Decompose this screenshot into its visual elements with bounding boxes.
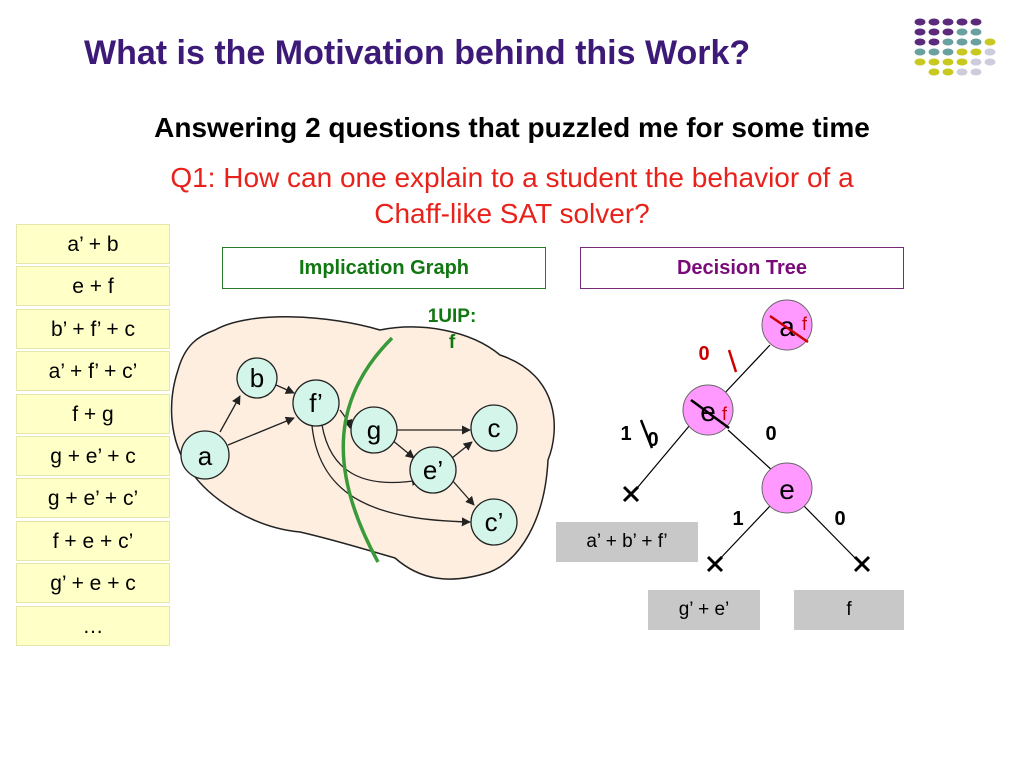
question-line-1: Q1: How can one explain to a student the… bbox=[170, 162, 854, 193]
clause-item: g + e’ + c bbox=[16, 435, 170, 476]
tree-edge-label-mid-right: 0 bbox=[765, 423, 776, 445]
implication-nodes: a b f’ g c e’ c’ bbox=[180, 357, 518, 546]
node-e-prime bbox=[409, 446, 457, 494]
logo-dot bbox=[970, 68, 982, 76]
logo-dot bbox=[956, 68, 968, 76]
logo-dot bbox=[914, 58, 926, 66]
tree-node-e-mid-mark: f bbox=[722, 404, 728, 424]
logo-dot bbox=[928, 28, 940, 36]
node-b-label: b bbox=[250, 363, 264, 393]
tree-node-a-strike bbox=[769, 314, 809, 344]
learned-clause-box: g’ + e’ bbox=[648, 590, 760, 630]
clause-item: a’ + f’ + c’ bbox=[16, 351, 170, 392]
logo-dot bbox=[970, 28, 982, 36]
clause-item: g’ + e + c bbox=[16, 563, 170, 604]
node-b bbox=[236, 357, 278, 399]
question-text: Q1: How can one explain to a student the… bbox=[0, 160, 1024, 232]
slide-subtitle: Answering 2 questions that puzzled me fo… bbox=[154, 112, 870, 143]
node-c bbox=[470, 404, 518, 452]
decision-tree-header: Decision Tree bbox=[580, 247, 904, 289]
learned-clause-box: f bbox=[794, 590, 904, 630]
conflict-x-icon bbox=[706, 555, 724, 573]
tree-edge-strike-root bbox=[727, 349, 738, 373]
clause-list: a’ + b e + f b’ + f’ + c a’ + f’ + c’ f … bbox=[16, 224, 170, 648]
logo-dot bbox=[914, 18, 926, 26]
learned-clause-box: a’ + b’ + f’ bbox=[556, 522, 698, 562]
logo-dot bbox=[956, 58, 968, 66]
slide-title: What is the Motivation behind this Work? bbox=[84, 34, 751, 72]
clause-item: … bbox=[16, 605, 170, 646]
tree-edge-label-bottom-left: 1 bbox=[732, 508, 743, 530]
logo-dot bbox=[984, 38, 996, 46]
tree-node-e-bottom-label: e bbox=[779, 474, 795, 505]
logo-dot bbox=[942, 28, 954, 36]
tree-node-e-bottom bbox=[761, 462, 813, 514]
tree-edge-strike-mid-left bbox=[639, 419, 654, 449]
conflict-x-icon bbox=[622, 485, 640, 503]
logo-dot bbox=[956, 48, 968, 56]
logo-dot bbox=[914, 28, 926, 36]
uip-label-line-1: 1UIP: bbox=[428, 306, 477, 327]
node-f-prime bbox=[292, 379, 340, 427]
clause-item: f + e + c’ bbox=[16, 520, 170, 561]
implication-edges bbox=[219, 384, 475, 527]
implication-graph-header: Implication Graph bbox=[222, 247, 546, 289]
node-c-prime bbox=[470, 498, 518, 546]
logo-dot bbox=[956, 28, 968, 36]
tree-node-a-mark: f bbox=[802, 314, 808, 334]
logo-dot bbox=[970, 38, 982, 46]
logo-dot bbox=[942, 18, 954, 26]
tree-edge-label-root: 0 bbox=[698, 343, 709, 365]
tree-node-e-mid-strike bbox=[690, 398, 730, 430]
node-f-prime-label: f’ bbox=[309, 388, 322, 418]
logo-dot bbox=[956, 18, 968, 26]
dot-grid-logo bbox=[914, 18, 996, 76]
logo-dot bbox=[970, 58, 982, 66]
tree-edge-label-bottom-right: 0 bbox=[834, 508, 845, 530]
node-c-prime-label: c’ bbox=[485, 507, 504, 537]
logo-dot bbox=[928, 38, 940, 46]
clause-item: e + f bbox=[16, 266, 170, 307]
logo-dot bbox=[970, 18, 982, 26]
logo-dot bbox=[942, 38, 954, 46]
logo-dot bbox=[984, 58, 996, 66]
decision-tree-nodes: a f e f e bbox=[682, 299, 813, 514]
uip-cut-line bbox=[341, 336, 394, 563]
clause-item: a’ + b bbox=[16, 224, 170, 264]
uip-label-line-2: f bbox=[449, 332, 456, 353]
logo-dot bbox=[914, 38, 926, 46]
node-e-prime-label: e’ bbox=[423, 455, 443, 485]
logo-dot bbox=[942, 58, 954, 66]
logo-dot bbox=[928, 18, 940, 26]
node-a bbox=[180, 430, 230, 480]
node-g bbox=[350, 406, 398, 454]
logo-dot bbox=[928, 58, 940, 66]
logo-dot bbox=[942, 68, 954, 76]
logo-dot bbox=[928, 48, 940, 56]
node-a-label: a bbox=[198, 441, 213, 471]
tree-edge-label-mid-left: 1 bbox=[620, 423, 631, 445]
question-line-2: Chaff-like SAT solver? bbox=[374, 198, 650, 229]
logo-dot bbox=[928, 68, 940, 76]
logo-dot bbox=[942, 48, 954, 56]
logo-dot bbox=[970, 48, 982, 56]
logo-dot bbox=[914, 48, 926, 56]
tree-edge-label-mid-left-crossed: 0 bbox=[647, 429, 658, 451]
node-c-label: c bbox=[488, 413, 501, 443]
clause-item: b’ + f’ + c bbox=[16, 308, 170, 349]
conflict-x-icon bbox=[853, 555, 871, 573]
clause-item: g + e’ + c’ bbox=[16, 478, 170, 519]
conflict-crosses bbox=[622, 485, 871, 573]
node-g-label: g bbox=[367, 415, 381, 445]
decision-tree-edges bbox=[632, 344, 861, 564]
logo-dot bbox=[984, 48, 996, 56]
logo-dot bbox=[956, 38, 968, 46]
clause-item: f + g bbox=[16, 393, 170, 434]
